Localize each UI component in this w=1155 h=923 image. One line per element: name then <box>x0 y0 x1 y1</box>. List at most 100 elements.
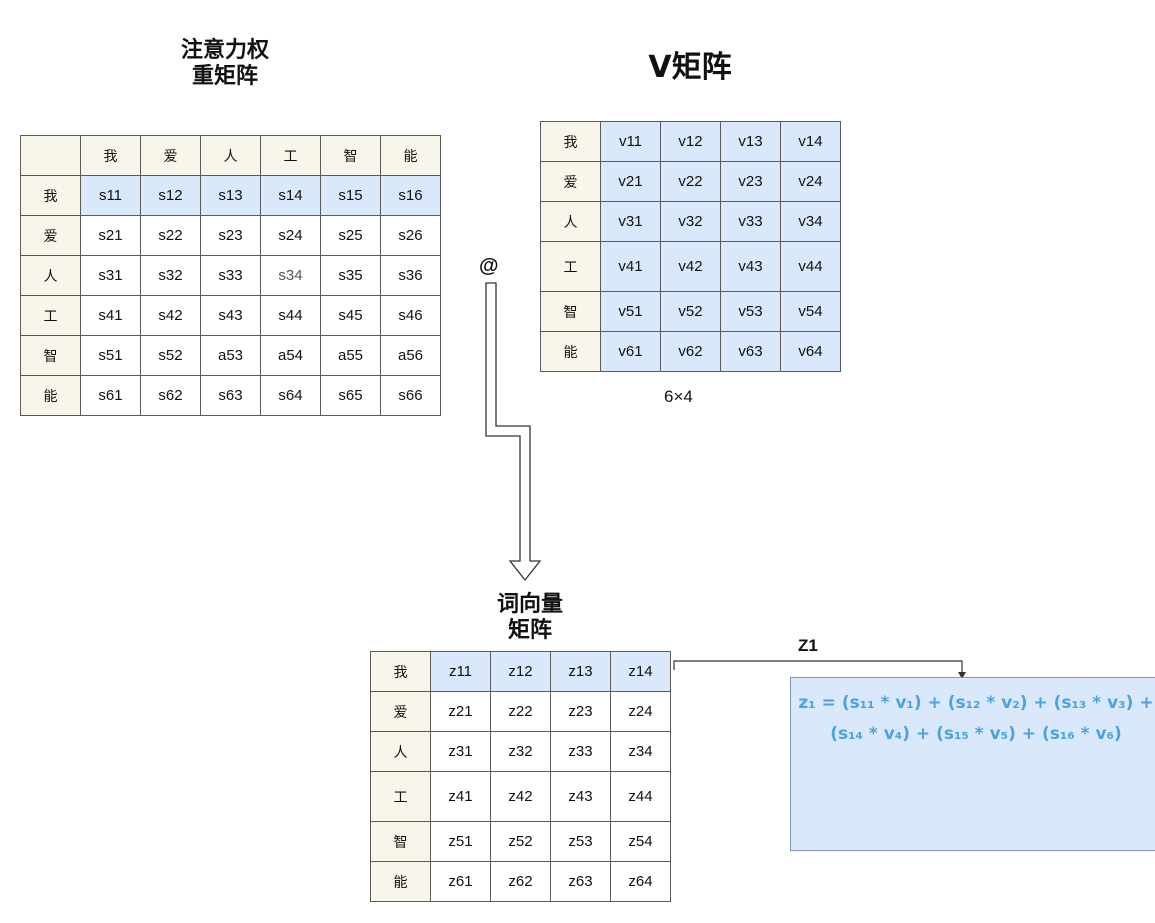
attention-col-header: 人 <box>200 135 261 176</box>
attention-matrix-title: 注意力权 重矩阵 <box>150 38 300 90</box>
v-row-label: 智 <box>540 291 601 332</box>
v-cell: v64 <box>780 331 841 372</box>
attention-cell: s21 <box>80 215 141 256</box>
attention-cell: s22 <box>140 215 201 256</box>
v-cell: v63 <box>720 331 781 372</box>
attention-cell: s23 <box>200 215 261 256</box>
z-row-label: 工 <box>370 771 431 822</box>
attention-cell: s12 <box>140 175 201 216</box>
attention-col-header: 爱 <box>140 135 201 176</box>
attention-col-header: 工 <box>260 135 321 176</box>
z-cell: z34 <box>610 731 671 772</box>
v-cell: v62 <box>660 331 721 372</box>
attention-cell: s62 <box>140 375 201 416</box>
z-cell: z22 <box>490 691 551 732</box>
matmul-hollow-arrow <box>485 282 542 582</box>
attention-row-label: 智 <box>20 335 81 376</box>
attention-cell: a54 <box>260 335 321 376</box>
z1-connector-line <box>673 660 963 674</box>
attention-col-header: 智 <box>320 135 381 176</box>
attention-cell: s11 <box>80 175 141 216</box>
z-cell: z42 <box>490 771 551 822</box>
attention-cell: s43 <box>200 295 261 336</box>
attention-col-header: 我 <box>80 135 141 176</box>
attention-cell: s64 <box>260 375 321 416</box>
matmul-operator: @ <box>479 255 499 277</box>
attention-cell: s33 <box>200 255 261 296</box>
z-cell: z31 <box>430 731 491 772</box>
v-matrix-dimension: 6×4 <box>664 387 693 406</box>
v-cell: v34 <box>780 201 841 242</box>
v-cell: v53 <box>720 291 781 332</box>
v-cell: v44 <box>780 241 841 292</box>
attention-cell: s66 <box>380 375 441 416</box>
z-matrix: 我 z11 z12 z13 z14 爱 z21 z22 z23 z24 人 z3… <box>370 651 671 902</box>
v-cell: v32 <box>660 201 721 242</box>
v-cell: v11 <box>600 121 661 162</box>
attention-cell: s16 <box>380 175 441 216</box>
attention-row-label: 我 <box>20 175 81 216</box>
z-cell: z52 <box>490 821 551 862</box>
attention-cell: s31 <box>80 255 141 296</box>
attention-row: 人 s31 s32 s33 s34 s35 s36 <box>20 255 441 296</box>
z-row: 我 z11 z12 z13 z14 <box>370 651 671 692</box>
v-cell: v23 <box>720 161 781 202</box>
v-row-label: 工 <box>540 241 601 292</box>
v-cell: v54 <box>780 291 841 332</box>
z-cell: z44 <box>610 771 671 822</box>
attention-cell: s61 <box>80 375 141 416</box>
attention-header-row: 我 爱 人 工 智 能 <box>20 135 441 176</box>
v-cell: v61 <box>600 331 661 372</box>
v-matrix: 我 v11 v12 v13 v14 爱 v21 v22 v23 v24 人 v3… <box>540 121 841 372</box>
attention-cell: s34 <box>260 255 321 296</box>
v-cell: v52 <box>660 291 721 332</box>
z1-formula: z₁ = (s₁₁ * v₁) + (s₁₂ * v₂) + (s₁₃ * v₃… <box>798 693 1154 744</box>
attention-corner-cell <box>20 135 81 176</box>
z-cell: z41 <box>430 771 491 822</box>
attention-title-line1: 注意力权 <box>180 38 269 63</box>
z-cell: z21 <box>430 691 491 732</box>
z-cell: z51 <box>430 821 491 862</box>
v-row: 人 v31 v32 v33 v34 <box>540 201 841 242</box>
z-cell: z12 <box>490 651 551 692</box>
z-cell: z11 <box>430 651 491 692</box>
attention-row: 工 s41 s42 s43 s44 s45 s46 <box>20 295 441 336</box>
attention-row: 智 s51 s52 a53 a54 a55 a56 <box>20 335 441 376</box>
z-row: 能 z61 z62 z63 z64 <box>370 861 671 902</box>
v-row: 工 v41 v42 v43 v44 <box>540 241 841 292</box>
v-row: 爱 v21 v22 v23 v24 <box>540 161 841 202</box>
attention-row: 能 s61 s62 s63 s64 s65 s66 <box>20 375 441 416</box>
z-cell: z61 <box>430 861 491 902</box>
v-cell: v51 <box>600 291 661 332</box>
attention-matrix: 我 爱 人 工 智 能 我 s11 s12 s13 s14 s15 s16 爱 … <box>20 135 441 416</box>
z-row: 爱 z21 z22 z23 z24 <box>370 691 671 732</box>
z-cell: z32 <box>490 731 551 772</box>
v-matrix-title: V矩阵 <box>648 50 732 85</box>
z-cell: z14 <box>610 651 671 692</box>
z-title-line1: 词向量 <box>496 592 563 617</box>
attention-cell: s52 <box>140 335 201 376</box>
z-title-line2: 矩阵 <box>507 617 552 643</box>
z-cell: z24 <box>610 691 671 732</box>
z-cell: z53 <box>550 821 611 862</box>
attention-cell: s42 <box>140 295 201 336</box>
z-cell: z54 <box>610 821 671 862</box>
z-row-label: 能 <box>370 861 431 902</box>
attention-cell: s63 <box>200 375 261 416</box>
z-row: 智 z51 z52 z53 z54 <box>370 821 671 862</box>
z-cell: z62 <box>490 861 551 902</box>
attention-row: 爱 s21 s22 s23 s24 s25 s26 <box>20 215 441 256</box>
attention-cell: s13 <box>200 175 261 216</box>
attention-cell: s25 <box>320 215 381 256</box>
z-matrix-title: 词向量 矩阵 <box>455 592 605 644</box>
v-row-label: 爱 <box>540 161 601 202</box>
z-cell: z64 <box>610 861 671 902</box>
attention-cell: s26 <box>380 215 441 256</box>
z-cell: z63 <box>550 861 611 902</box>
attention-cell: s51 <box>80 335 141 376</box>
z-cell: z33 <box>550 731 611 772</box>
v-row: 我 v11 v12 v13 v14 <box>540 121 841 162</box>
z-row-label: 我 <box>370 651 431 692</box>
z-row: 人 z31 z32 z33 z34 <box>370 731 671 772</box>
